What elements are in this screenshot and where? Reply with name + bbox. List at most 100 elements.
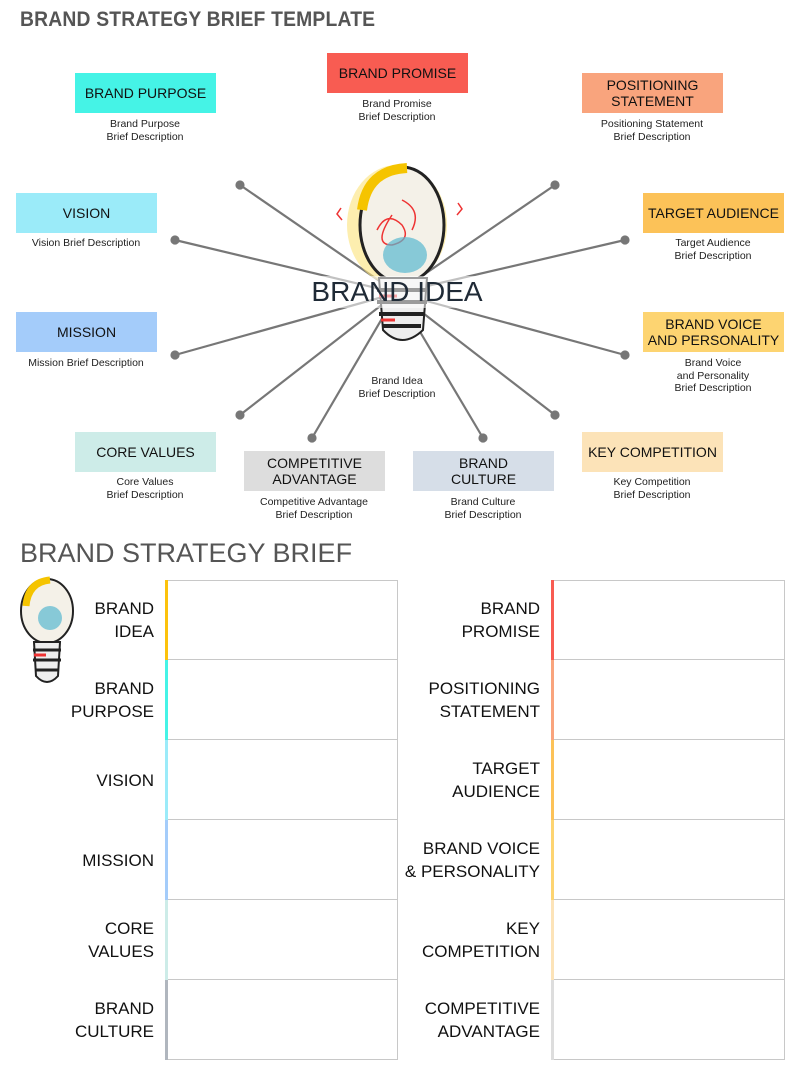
connector-dot: [620, 235, 630, 245]
label: STATEMENT: [611, 93, 694, 109]
label-line: STATEMENT: [439, 702, 540, 721]
desc-line: Brand Culture: [450, 496, 516, 508]
label: ADVANTAGE: [272, 471, 357, 487]
label: TARGET AUDIENCE: [648, 205, 779, 221]
desc-line: Brand Voice: [684, 357, 742, 369]
brief-row-accent: [165, 660, 168, 740]
label-line: ADVANTAGE: [437, 1022, 540, 1041]
desc-line: Brand Promise: [362, 98, 432, 110]
brief-row-accent: [551, 820, 554, 900]
brief-input-cell[interactable]: [168, 580, 398, 660]
label-line: BRAND: [94, 999, 154, 1018]
brief-row-label: VISION: [0, 740, 154, 820]
brief-input-cell[interactable]: [168, 740, 398, 820]
brief-input-cell[interactable]: [554, 980, 785, 1060]
connector-dot: [170, 350, 180, 360]
label-line: CULTURE: [74, 1022, 154, 1041]
brief-input-cell[interactable]: [554, 740, 785, 820]
mission-box: MISSION: [16, 312, 157, 352]
brief-row-accent: [551, 740, 554, 820]
label: BRAND: [458, 455, 508, 471]
label: CULTURE: [450, 471, 517, 487]
brief-row-label: MISSION: [0, 820, 154, 900]
desc-line: Brief Description: [358, 110, 436, 123]
desc-line: Positioning Statement: [600, 118, 704, 130]
desc-line: Brief Description: [674, 382, 752, 394]
label-line: TARGET: [472, 759, 540, 778]
label-line: PROMISE: [461, 622, 540, 641]
page-title: BRAND STRATEGY BRIEF TEMPLATE: [20, 8, 376, 31]
desc-line: Brief Description: [613, 488, 691, 501]
desc-line: Brief Description: [106, 130, 184, 143]
label-line: & PERSONALITY: [404, 862, 540, 881]
brief-row-accent: [551, 980, 554, 1060]
brief-row-accent: [551, 580, 554, 660]
desc-line: Brand Idea: [371, 375, 423, 387]
vision-box: VISION: [16, 193, 157, 233]
label-line: VALUES: [88, 942, 154, 961]
brand-idea-label: BRAND IDEA: [297, 276, 497, 308]
lightbulb-icon: [336, 163, 463, 341]
brief-input-cell[interactable]: [554, 580, 785, 660]
brief-row-accent: [551, 660, 554, 740]
brief-input-cell[interactable]: [168, 900, 398, 980]
brief-title: BRAND STRATEGY BRIEF: [20, 538, 353, 568]
desc-line: Brief Description: [613, 130, 691, 143]
label-line: COMPETITIVE: [424, 999, 540, 1018]
connector-dot: [550, 410, 560, 420]
label-line: BRAND: [94, 599, 154, 618]
connector-dot: [307, 433, 317, 443]
label-line: KEY: [505, 919, 540, 938]
brief-row-label: BRAND CULTURE: [0, 980, 154, 1060]
brief-row-accent: [165, 580, 168, 660]
connector-dot: [235, 180, 245, 190]
mission-desc: Mission Brief Description: [0, 357, 176, 370]
desc-line: Vision Brief Description: [31, 237, 141, 249]
desc-line: Brief Description: [275, 508, 353, 521]
label: AND PERSONALITY: [647, 332, 780, 348]
brief-row-label: COMPETITIVE ADVANTAGE: [380, 980, 540, 1060]
connector-dot: [620, 350, 630, 360]
desc-line: Competitive Advantage: [260, 496, 368, 508]
brief-input-cell[interactable]: [554, 660, 785, 740]
desc-line: Brief Description: [106, 488, 184, 501]
connector-dot: [235, 410, 245, 420]
label: CORE VALUES: [96, 444, 195, 460]
label-line: PURPOSE: [70, 702, 154, 721]
label-line: VISION: [96, 770, 154, 790]
brief-input-cell[interactable]: [168, 660, 398, 740]
lightbulb-small-icon: [20, 576, 74, 683]
vision-desc: Vision Brief Description: [0, 237, 176, 250]
label-line: BRAND VOICE: [422, 839, 540, 858]
label-line: AUDIENCE: [452, 782, 540, 801]
brief-input-cell[interactable]: [168, 980, 398, 1060]
brief-row-accent: [165, 740, 168, 820]
brief-input-cell[interactable]: [554, 820, 785, 900]
brief-row-label: CORE VALUES: [0, 900, 154, 980]
label: BRAND PURPOSE: [84, 85, 207, 101]
label-line: MISSION: [82, 850, 154, 870]
label-line: CORE: [104, 919, 154, 938]
desc-line: Brief Description: [444, 508, 522, 521]
label: MISSION: [56, 324, 117, 340]
brief-row-accent: [165, 980, 168, 1060]
label-line: BRAND: [480, 599, 540, 618]
brand-promise-box: BRAND PROMISE: [327, 53, 468, 93]
brief-input-cell[interactable]: [554, 900, 785, 980]
connector-line: [239, 292, 398, 416]
brief-input-cell[interactable]: [168, 820, 398, 900]
